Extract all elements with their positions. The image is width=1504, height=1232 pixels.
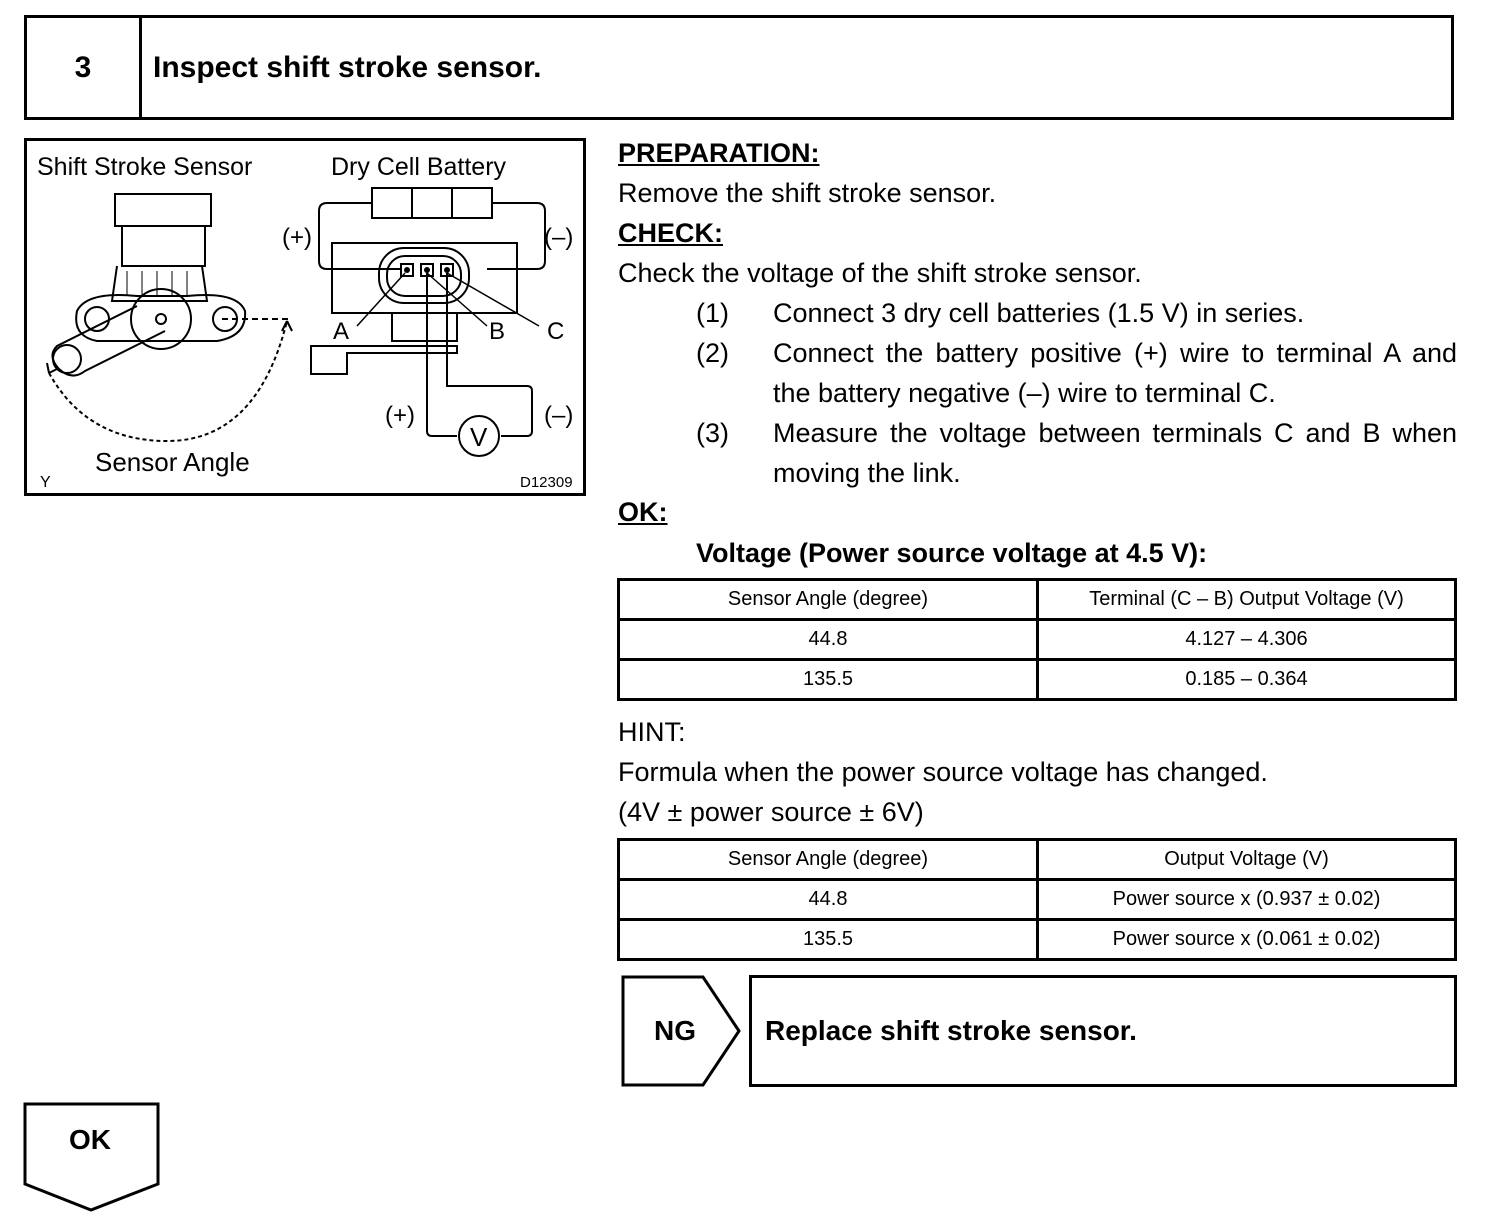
voltmeter-wire-plus [426, 273, 457, 437]
sensor-body [121, 226, 206, 267]
sensor-flange [75, 294, 247, 342]
hint-heading: HINT: [618, 717, 686, 747]
battery-cell-2 [411, 187, 453, 219]
formula-table: Sensor Angle (degree) Output Voltage (V)… [617, 838, 1457, 961]
table-header: Terminal (C – B) Output Voltage (V) [1036, 578, 1457, 621]
sensor-angle-arc [48, 320, 288, 443]
label-minus-top: (–) [544, 224, 573, 251]
table-cell: Power source x (0.937 ± 0.02) [1036, 878, 1457, 921]
wiring-diagram-drawing: Shift Stroke Sensor Dry Cell Battery (+)… [37, 153, 573, 491]
table-row: 44.8 4.127 – 4.306 [617, 618, 1457, 661]
ok-subheading: Voltage (Power source voltage at 4.5 V): [696, 538, 1208, 568]
table-header-row: Sensor Angle (degree) Terminal (C – B) O… [617, 578, 1457, 621]
wiring-diagram: Shift Stroke Sensor Dry Cell Battery (+)… [24, 138, 586, 496]
table-header: Sensor Angle (degree) [617, 578, 1039, 621]
hint-line-1: Formula when the power source voltage ha… [618, 757, 1268, 787]
table-header-row: Sensor Angle (degree) Output Voltage (V) [617, 838, 1457, 881]
label-sensor-angle: Sensor Angle [95, 447, 250, 477]
ng-arrow-shape [621, 975, 741, 1087]
label-plus-bottom: (+) [385, 402, 415, 429]
sensor-link [51, 305, 166, 377]
label-shift-stroke-sensor: Shift Stroke Sensor [37, 153, 252, 181]
ok-label: OK [69, 1124, 111, 1155]
step-header: 3 Inspect shift stroke sensor. [24, 15, 1454, 120]
voltage-table: Sensor Angle (degree) Terminal (C – B) O… [617, 578, 1457, 701]
check-step-3-number: (3) [696, 418, 729, 448]
check-text: Check the voltage of the shift stroke se… [618, 258, 1142, 288]
sensor-cap [114, 193, 212, 227]
label-plus-top: (+) [282, 224, 312, 251]
ng-result: NG Replace shift stroke sensor. [621, 975, 1457, 1087]
step-title: Inspect shift stroke sensor. [153, 50, 542, 84]
ok-heading: OK: [618, 497, 668, 527]
battery-wire-plus [318, 202, 402, 270]
connector-bracket [310, 345, 458, 375]
check-step-3-text: Measure the voltage between terminals C … [773, 418, 1457, 488]
table-row: 135.5 Power source x (0.061 ± 0.02) [617, 918, 1457, 961]
table-cell: Power source x (0.061 ± 0.02) [1036, 918, 1457, 961]
table-cell: 0.185 – 0.364 [1036, 658, 1457, 701]
table-cell: 135.5 [617, 658, 1039, 701]
label-terminal-c: C [547, 318, 564, 345]
preparation-heading: PREPARATION: [618, 138, 820, 168]
table-cell: 135.5 [617, 918, 1039, 961]
check-heading: CHECK: [618, 218, 723, 248]
battery-cell-1 [371, 187, 413, 219]
table-row: 44.8 Power source x (0.937 ± 0.02) [617, 878, 1457, 921]
check-step-2-number: (2) [696, 338, 729, 368]
table-cell: 44.8 [617, 618, 1039, 661]
table-header: Sensor Angle (degree) [617, 838, 1039, 881]
battery-wire-minus [487, 202, 546, 270]
preparation-text: Remove the shift stroke sensor. [618, 178, 997, 208]
check-step-2-text: Connect the battery positive (+) wire to… [773, 338, 1457, 408]
ok-result: OK [23, 1102, 161, 1214]
step-number: 3 [27, 18, 142, 117]
label-dry-cell-battery: Dry Cell Battery [331, 153, 507, 181]
label-voltmeter: V [470, 422, 488, 452]
ng-label: NG [654, 1015, 696, 1046]
table-cell: 4.127 – 4.306 [1036, 618, 1457, 661]
terminal-a-pin [400, 263, 414, 277]
voltmeter-symbol [458, 415, 500, 457]
label-corner-mark: Y [40, 474, 51, 491]
figure-id: D12309 [520, 474, 573, 491]
table-cell: 44.8 [617, 878, 1039, 921]
ng-action: Replace shift stroke sensor. [749, 975, 1457, 1087]
label-minus-bottom: (–) [544, 402, 573, 429]
table-header: Output Voltage (V) [1036, 838, 1457, 881]
label-terminal-a: A [333, 318, 349, 345]
check-step-1-number: (1) [696, 298, 729, 328]
label-terminal-b: B [489, 318, 505, 345]
battery-cell-3 [451, 187, 493, 219]
check-step-1-text: Connect 3 dry cell batteries (1.5 V) in … [773, 298, 1305, 328]
voltmeter-wire-minus [446, 273, 533, 437]
ok-arrow-shape [23, 1102, 160, 1212]
table-row: 135.5 0.185 – 0.364 [617, 658, 1457, 701]
connector-housing [331, 242, 518, 314]
hint-line-2: (4V ± power source ± 6V) [618, 797, 924, 827]
